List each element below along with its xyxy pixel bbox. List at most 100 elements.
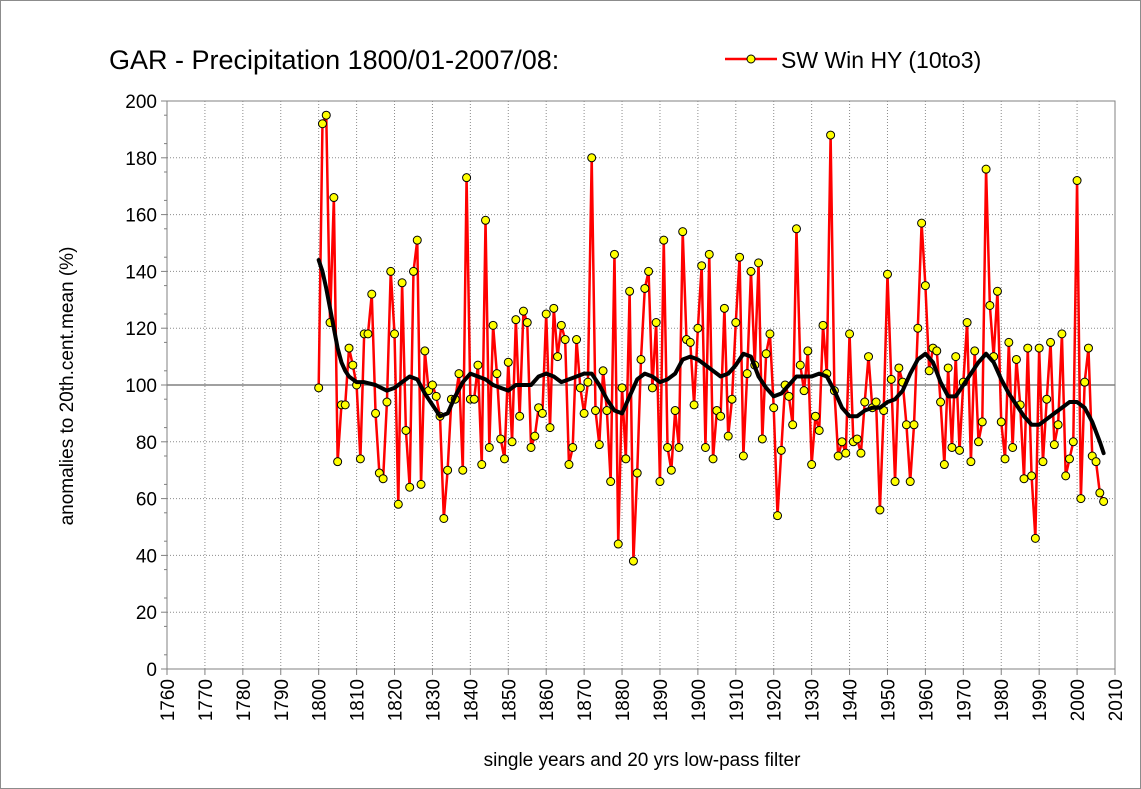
data-point xyxy=(723,431,733,441)
data-point xyxy=(818,320,828,330)
data-point xyxy=(1030,533,1040,543)
data-point xyxy=(788,420,798,430)
data-point xyxy=(727,394,737,404)
data-point xyxy=(405,482,415,492)
data-point xyxy=(890,477,900,487)
data-point xyxy=(439,513,449,523)
x-tick-label: 1830 xyxy=(423,679,444,721)
data-point xyxy=(742,369,752,379)
data-point xyxy=(837,437,847,447)
data-point xyxy=(936,397,946,407)
data-point xyxy=(803,346,813,356)
data-point xyxy=(488,320,498,330)
y-tick-label: 40 xyxy=(136,546,157,567)
data-point xyxy=(1023,343,1033,353)
data-point xyxy=(606,477,616,487)
x-tick-label: 1850 xyxy=(499,679,520,721)
data-point xyxy=(382,397,392,407)
data-point xyxy=(1004,337,1014,347)
data-point xyxy=(560,335,570,345)
data-point xyxy=(871,397,881,407)
data-point xyxy=(746,266,756,276)
x-tick-label: 1840 xyxy=(461,679,482,721)
data-point xyxy=(769,403,779,413)
data-point xyxy=(962,318,972,328)
data-point xyxy=(920,281,930,291)
data-point xyxy=(754,258,764,268)
data-point xyxy=(955,445,965,455)
data-point xyxy=(553,352,563,362)
data-point xyxy=(689,400,699,410)
data-point xyxy=(503,357,513,367)
data-point xyxy=(735,252,745,262)
data-point xyxy=(738,451,748,461)
data-point xyxy=(329,193,339,203)
data-point xyxy=(556,320,566,330)
x-tick-label: 1790 xyxy=(272,679,293,721)
data-point xyxy=(1008,442,1018,452)
series-line-sw-win-hy xyxy=(317,113,1105,563)
data-point xyxy=(1034,343,1044,353)
data-point xyxy=(333,457,343,467)
data-point xyxy=(1065,454,1074,464)
data-point xyxy=(932,346,942,356)
x-tick-label: 1780 xyxy=(234,679,255,721)
x-tick-label: 1920 xyxy=(765,679,786,721)
data-point xyxy=(909,420,919,430)
data-point xyxy=(1099,496,1109,506)
data-point xyxy=(1076,494,1086,504)
data-point xyxy=(549,303,559,313)
data-point xyxy=(507,437,517,447)
data-point xyxy=(314,383,324,393)
data-point xyxy=(882,269,892,279)
x-tick-label: 2000 xyxy=(1068,679,1089,721)
data-point xyxy=(1027,471,1037,481)
data-point xyxy=(814,425,824,435)
data-point xyxy=(583,377,593,387)
data-point xyxy=(765,329,775,339)
data-point xyxy=(511,315,521,325)
data-point xyxy=(481,215,491,225)
data-point xyxy=(776,445,786,455)
x-tick-label: 1980 xyxy=(992,679,1013,721)
data-point xyxy=(579,408,589,418)
data-point xyxy=(412,235,422,245)
data-point xyxy=(860,397,870,407)
data-point xyxy=(1068,437,1078,447)
data-point xyxy=(613,539,623,549)
data-point xyxy=(807,460,817,470)
data-point xyxy=(378,474,388,484)
x-tick-label: 1870 xyxy=(575,679,596,721)
data-point xyxy=(1091,457,1101,467)
data-point xyxy=(575,383,585,393)
x-tick-label: 1820 xyxy=(386,679,407,721)
data-point xyxy=(674,442,684,452)
data-point xyxy=(587,153,597,163)
data-point xyxy=(462,173,472,183)
data-point xyxy=(443,465,453,475)
y-tick-label: 120 xyxy=(125,319,157,340)
data-point xyxy=(666,465,676,475)
data-point xyxy=(492,369,502,379)
data-point xyxy=(568,442,578,452)
data-point xyxy=(973,437,983,447)
data-point xyxy=(526,442,536,452)
data-point xyxy=(826,130,836,140)
data-point xyxy=(841,448,851,458)
data-point xyxy=(784,391,794,401)
data-point xyxy=(970,346,980,356)
data-point xyxy=(348,360,358,370)
data-point xyxy=(594,440,604,450)
data-point xyxy=(864,352,874,362)
x-tick-label: 1800 xyxy=(310,679,331,721)
data-point xyxy=(386,266,396,276)
series-line-lowpass-filter xyxy=(316,258,1106,456)
data-point xyxy=(321,110,331,120)
x-tick-label: 1990 xyxy=(1030,679,1051,721)
data-point xyxy=(477,460,487,470)
x-tick-label: 1760 xyxy=(158,679,179,721)
x-tick-label: 1860 xyxy=(537,679,558,721)
